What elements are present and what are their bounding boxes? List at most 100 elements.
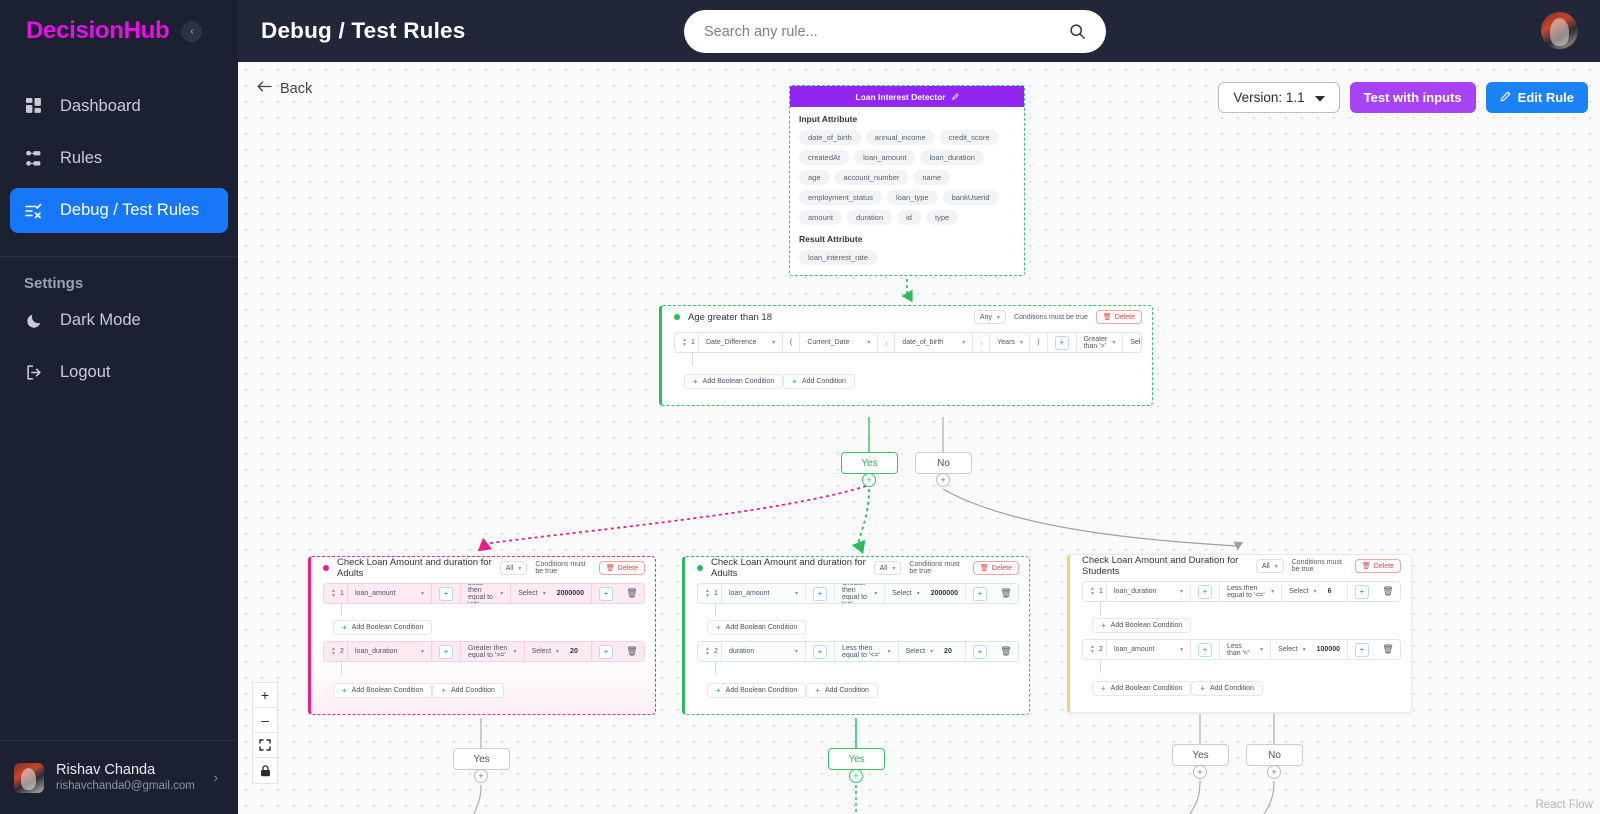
sidebar-item-debug-test-rules[interactable]: Debug / Test Rules	[10, 188, 228, 233]
add-condition-button[interactable]: +Add Condition	[432, 683, 504, 698]
add-value-button[interactable]: +	[1348, 582, 1376, 601]
match-type-select[interactable]: All▾	[499, 561, 528, 575]
delete-row-button[interactable]: 🗑	[1382, 644, 1394, 654]
delete-node-button[interactable]: 🗑Delete	[598, 561, 645, 575]
arg-select-3[interactable]: Years▾	[990, 333, 1031, 352]
add-value-button[interactable]: +	[592, 642, 620, 661]
add-boolean-condition-button[interactable]: +Add Boolean Condition	[1092, 681, 1192, 696]
add-condition-button[interactable]: +Add Condition	[1191, 681, 1263, 696]
match-type-select[interactable]: All▾	[873, 561, 902, 575]
row-index[interactable]: ▲▼1	[324, 584, 348, 603]
arg-select-2[interactable]: date_of_birth▾	[895, 333, 974, 352]
add-condition-button[interactable]: +Add Condition	[783, 374, 855, 389]
operator-select[interactable]: Less then equal to '<='▾	[461, 584, 512, 603]
add-argument-button[interactable]: +	[806, 584, 835, 603]
value-select[interactable]: Select▾100000	[1271, 640, 1348, 659]
condition-node-adults-green[interactable]: Check Loan Amount and duration for Adult…	[682, 556, 1030, 715]
add-boolean-condition-button[interactable]: +Add Boolean Condition	[333, 620, 433, 635]
search-box[interactable]	[684, 10, 1106, 53]
field-select[interactable]: duration▾	[722, 642, 806, 661]
branch-pill-yes-green[interactable]: Yes	[828, 748, 885, 770]
value-select[interactable]: Select▾20	[899, 642, 966, 661]
add-branch-button-yes-green[interactable]: +	[849, 769, 863, 783]
row-index[interactable]: ▲▼1	[1083, 582, 1107, 601]
operator-select[interactable]: Greater then equal to '>='▾	[461, 642, 525, 661]
test-with-inputs-button[interactable]: Test with inputs	[1349, 82, 1476, 113]
add-argument-button[interactable]: +	[806, 642, 835, 661]
add-branch-button-no-student[interactable]: +	[1267, 765, 1281, 779]
value-select[interactable]: Select▾2000000	[885, 584, 966, 603]
sidebar-item-rules[interactable]: Rules	[10, 136, 228, 181]
branch-pill-yes-pink[interactable]: Yes	[453, 748, 510, 770]
operator-select[interactable]: Less then equal to '<='▾	[1220, 582, 1283, 601]
add-argument-button[interactable]: +	[432, 584, 461, 603]
pencil-icon[interactable]	[951, 92, 959, 102]
add-boolean-condition-button[interactable]: +Add Boolean Condition	[707, 683, 807, 698]
row-index[interactable]: ▲▼2	[324, 642, 348, 661]
branch-pill-no-student[interactable]: No	[1246, 744, 1303, 766]
field-select[interactable]: loan_amount▾	[348, 584, 432, 603]
delete-node-button[interactable]: 🗑Delete	[1095, 310, 1142, 324]
sidebar-item-dark-mode[interactable]: Dark Mode	[10, 298, 228, 343]
sidebar-collapse-icon[interactable]: ‹	[181, 20, 203, 42]
branch-pill-yes-student[interactable]: Yes	[1172, 744, 1229, 766]
delete-node-button[interactable]: 🗑Delete	[972, 561, 1019, 575]
match-type-select[interactable]: All▾	[1255, 559, 1284, 573]
row-reorder-handle[interactable]: ▲▼	[705, 587, 710, 599]
add-boolean-condition-button[interactable]: +Add Boolean Condition	[333, 683, 433, 698]
version-select[interactable]: Version: 1.1	[1218, 82, 1340, 113]
row-index[interactable]: ▲▼2	[1083, 640, 1107, 659]
user-profile-box[interactable]: Rishav Chanda rishavchanda0@gmail.com ›	[0, 740, 238, 814]
back-button[interactable]: Back	[257, 80, 312, 97]
operator-select[interactable]: Greater than '>'▾	[1077, 333, 1124, 352]
add-value-button[interactable]: +	[1348, 640, 1376, 659]
add-boolean-condition-button[interactable]: +Add Boolean Condition	[684, 374, 784, 389]
add-boolean-condition-button[interactable]: +Add Boolean Condition	[707, 620, 807, 635]
row-reorder-handle[interactable]: ▲▼	[1090, 585, 1095, 597]
value-select[interactable]: Select▾20	[525, 642, 592, 661]
row-index[interactable]: ▲▼1	[698, 584, 722, 603]
value-select[interactable]: Select▾18	[1123, 333, 1141, 352]
add-argument-button[interactable]: +	[1048, 333, 1077, 352]
value-select[interactable]: Select▾2000000	[511, 584, 592, 603]
sidebar-item-logout[interactable]: Logout	[10, 350, 228, 395]
edit-rule-button[interactable]: Edit Rule	[1485, 82, 1588, 113]
operator-select[interactable]: Less than '<'▾	[1220, 640, 1272, 659]
field-select[interactable]: loan_amount▾	[722, 584, 806, 603]
add-argument-button[interactable]: +	[432, 642, 461, 661]
search-icon[interactable]	[1069, 23, 1086, 40]
field-select[interactable]: loan_amount▾	[1107, 640, 1191, 659]
add-branch-button-yes-age[interactable]: +	[862, 473, 876, 487]
start-node[interactable]: Loan Interest Detector Input Attribute d…	[789, 85, 1025, 276]
add-value-button[interactable]: +	[966, 642, 994, 661]
add-branch-button-no-age[interactable]: +	[936, 473, 950, 487]
delete-row-button[interactable]: 🗑	[626, 646, 638, 656]
search-input[interactable]	[704, 23, 1069, 40]
field-select[interactable]: loan_duration▾	[348, 642, 432, 661]
value-select[interactable]: Select▾6	[1282, 582, 1348, 601]
lock-icon[interactable]	[253, 758, 277, 783]
operator-select[interactable]: Less then equal to '<='▾	[835, 642, 899, 661]
react-flow-attribution[interactable]: React Flow	[1535, 799, 1593, 811]
branch-pill-no-age[interactable]: No	[915, 452, 972, 474]
topbar-avatar[interactable]	[1541, 12, 1578, 49]
match-type-select[interactable]: Any▾	[973, 310, 1006, 324]
operator-select[interactable]: Greater then equal to '>='▾	[835, 584, 886, 603]
add-value-button[interactable]: +	[966, 584, 994, 603]
field-select[interactable]: loan_duration▾	[1107, 582, 1191, 601]
add-argument-button[interactable]: +	[1191, 582, 1220, 601]
delete-row-button[interactable]: 🗑	[626, 588, 638, 598]
zoom-out-button[interactable]: –	[253, 708, 277, 733]
add-branch-button-yes-student[interactable]: +	[1193, 765, 1207, 779]
row-reorder-handle[interactable]: ▲▼	[331, 645, 336, 657]
delete-node-button[interactable]: 🗑Delete	[1354, 559, 1401, 573]
branch-pill-yes-age[interactable]: Yes	[841, 452, 898, 474]
